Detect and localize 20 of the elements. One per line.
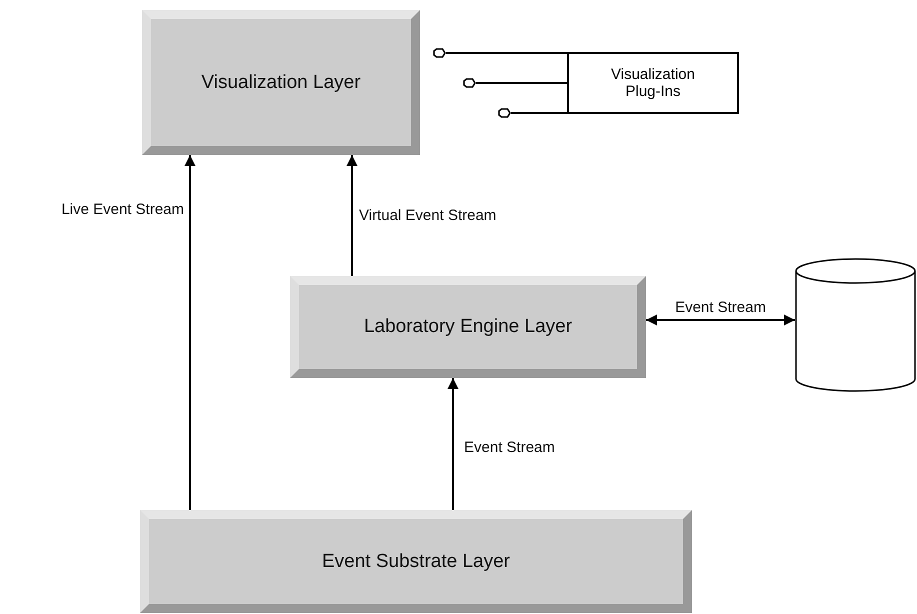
node-label: Visualization Plug-Ins xyxy=(610,66,696,100)
connector-line xyxy=(476,82,567,84)
arrow xyxy=(184,155,196,510)
database-cylinder xyxy=(795,258,916,392)
double-arrow xyxy=(646,314,795,326)
plugin-box xyxy=(567,52,739,114)
node-label: Visualization Layer xyxy=(201,72,361,94)
layer-box xyxy=(142,10,420,155)
connector-line xyxy=(511,112,567,114)
arrow xyxy=(346,155,358,276)
layer-box xyxy=(140,510,692,613)
node-label: Laboratory Engine Layer xyxy=(364,316,572,338)
arrow xyxy=(448,378,458,510)
layer-box xyxy=(290,276,646,378)
connector-line xyxy=(446,52,567,54)
port-ring xyxy=(433,48,446,58)
port-ring xyxy=(463,78,476,88)
edge-label: Event Stream xyxy=(675,300,766,316)
port-ring xyxy=(498,108,511,118)
node-label: Event Substrate Layer xyxy=(322,550,510,572)
